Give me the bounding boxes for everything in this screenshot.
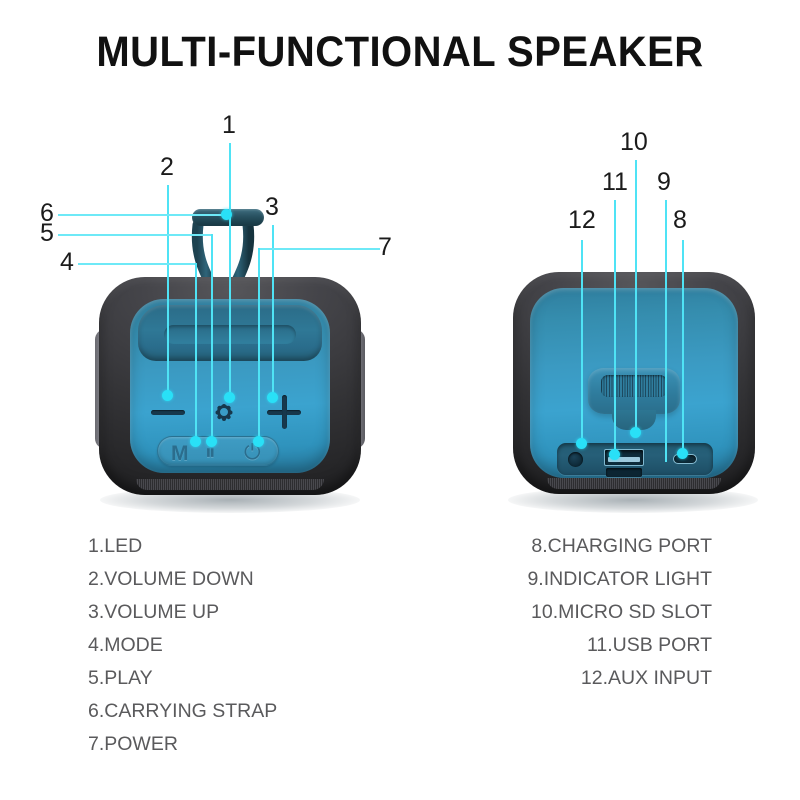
leader-line-12	[581, 240, 583, 443]
leader-line-5-v	[211, 234, 213, 441]
callout-dot-10	[630, 427, 641, 438]
callout-dot-5	[206, 436, 217, 447]
leader-line-11	[614, 200, 616, 452]
leader-line-6-h	[58, 214, 226, 216]
play-pause-button[interactable]: ⏸	[205, 441, 216, 464]
callout-number-3: 3	[265, 193, 279, 221]
callout-number-7: 7	[378, 233, 392, 261]
power-button[interactable]: ⏻	[244, 441, 261, 464]
legend-item: 4.MODE	[88, 634, 163, 656]
legend-item: 5.PLAY	[88, 667, 153, 689]
callout-dot-12	[576, 438, 587, 449]
leader-line-9	[665, 200, 667, 462]
legend-item: 11.USB PORT	[587, 634, 712, 656]
legend-right: 8.CHARGING PORT 9.INDICATOR LIGHT 10.MIC…	[527, 530, 712, 695]
legend-item: 6.CARRYING STRAP	[88, 700, 278, 722]
legend-item: 7.POWER	[88, 733, 178, 755]
bottom-grille-strip	[135, 479, 325, 490]
passive-radiator-icon	[588, 368, 680, 414]
leader-line-4-h	[78, 263, 197, 265]
callout-dot-2	[162, 390, 173, 401]
speaker-back-body	[513, 272, 755, 494]
page-title: MULTI-FUNCTIONAL SPEAKER	[96, 28, 704, 76]
leader-line-7-v	[258, 248, 260, 441]
leader-line-7-h	[258, 248, 380, 250]
legend-item: 2.VOLUME DOWN	[88, 568, 254, 590]
callout-number-5: 5	[40, 219, 54, 247]
callout-dot-4	[190, 436, 201, 447]
leader-line-10	[635, 160, 637, 432]
mode-button[interactable]: M	[171, 442, 189, 465]
volume-up-icon[interactable]	[267, 395, 301, 429]
legend-item: 1.LED	[88, 535, 143, 557]
callout-number-9: 9	[657, 168, 671, 196]
bottom-grille-strip-back	[546, 478, 722, 489]
callout-number-6: 6	[40, 199, 54, 227]
callout-number-4: 4	[60, 248, 74, 276]
volume-down-icon[interactable]	[151, 410, 185, 415]
callout-dot-8	[677, 448, 688, 459]
leader-line-8	[682, 240, 684, 453]
legend-item: 8.CHARGING PORT	[531, 535, 712, 557]
callout-dot-3	[267, 392, 278, 403]
callout-number-11: 11	[602, 168, 628, 196]
legend-item: 10.MICRO SD SLOT	[531, 601, 712, 623]
led-sun-icon[interactable]	[205, 393, 243, 431]
callout-number-1: 1	[222, 111, 236, 139]
radiator-foot	[612, 410, 656, 430]
callout-number-2: 2	[160, 153, 174, 181]
leader-line-4-v	[195, 263, 197, 441]
led-core	[217, 405, 231, 419]
callout-dot-6	[221, 209, 232, 220]
aux-jack-icon[interactable]	[568, 452, 583, 467]
callout-number-8: 8	[673, 206, 687, 234]
callout-number-12: 12	[568, 206, 596, 234]
leader-line-2	[167, 185, 169, 397]
legend-item: 12.AUX INPUT	[580, 667, 712, 689]
micro-sd-slot-icon[interactable]	[606, 468, 642, 477]
legend-left: 1.LED 2.VOLUME DOWN 3.VOLUME UP 4.MODE 5…	[88, 530, 277, 761]
callout-number-10: 10	[620, 128, 648, 156]
callout-dot-1	[224, 392, 235, 403]
callout-dot-7	[253, 436, 264, 447]
port-strip	[557, 443, 713, 477]
back-face-panel	[530, 288, 738, 478]
callout-dot-11	[609, 449, 620, 460]
legend-item: 9.INDICATOR LIGHT	[527, 568, 712, 590]
leader-line-3	[272, 225, 274, 400]
leader-line-1	[229, 143, 231, 397]
leader-line-5-h	[58, 234, 213, 236]
legend-item: 3.VOLUME UP	[88, 601, 220, 623]
